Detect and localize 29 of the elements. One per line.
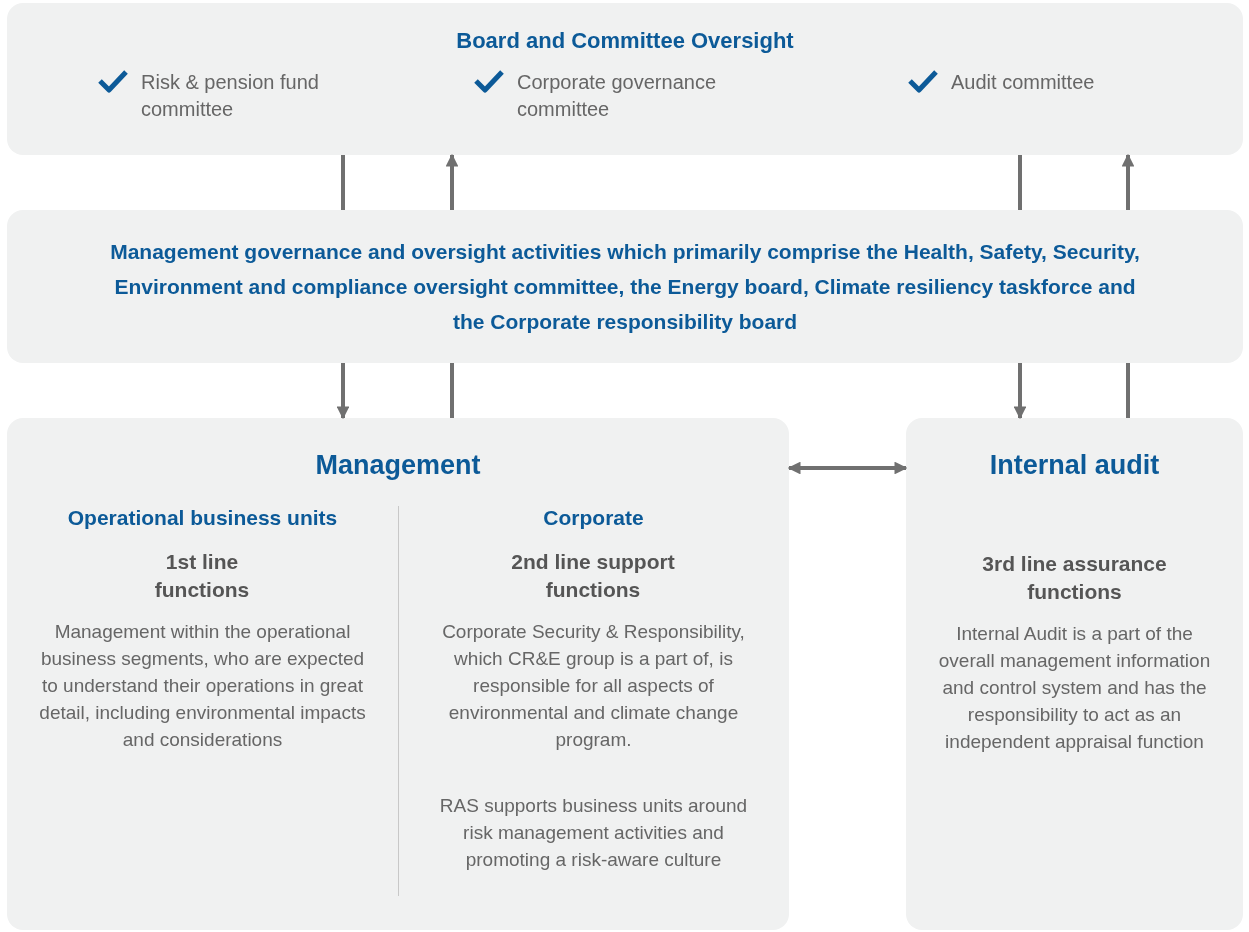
column-heading: Corporate [543,506,644,529]
panel [7,3,1243,155]
column-heading: Operational business units [67,506,338,529]
arrow [1121,153,1135,210]
committee-label: Risk & pension fund committee [141,71,319,120]
arrow [1013,363,1027,420]
panel-title: Management governance and oversight activities which primarily comprise the Health, Safety, Security, Environment and compliance oversight committee, the Energy board, Climate resiliency taskforce and the Corporate responsibility board [110,240,1140,333]
arrow [787,461,908,475]
line-heading: 2nd line support functions [511,550,675,601]
line-heading: 3rd line assurance functions [982,552,1167,603]
committee-label: Audit committee [951,71,1095,93]
panel [906,418,1243,930]
panel [7,418,789,930]
connector-line [1018,155,1022,210]
line-heading: 1st line functions [154,550,250,601]
description-text: Management within the operational business segments, who are expected to understand their operations in great detail, including environmental impacts and considerations [39,621,366,750]
description-text: Internal Audit is a part of the overall management information and control system and has the responsibility to act as an independent appraisal function [938,623,1211,752]
connector-line [450,363,454,418]
arrow [445,153,459,210]
description-text: Corporate Security & Responsibility, which CR&E group is a part of, is responsible for all aspects of environmental and climate change program. [442,621,745,750]
connector-line [1126,363,1130,418]
panel-title: Board and Committee Oversight [456,28,794,53]
panel-title: Management [315,450,481,480]
panel [7,210,1243,363]
committee-label: Corporate governance committee [517,71,716,120]
arrow [336,363,350,420]
connector-line [341,155,345,210]
panel-title: Internal audit [989,450,1160,480]
description-text: RAS supports business units around risk management activities and promoting a risk-aware culture [439,795,748,870]
